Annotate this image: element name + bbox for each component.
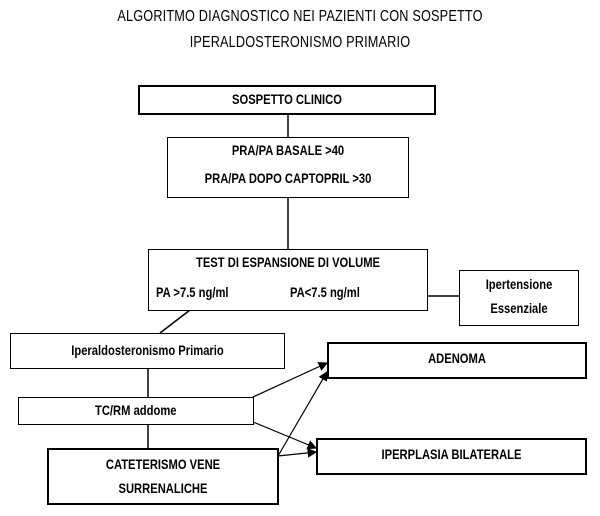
node-ipertensione-essenziale — [459, 270, 579, 326]
node-iperaldosteronismo-label: Iperaldosteronismo Primario — [71, 342, 224, 358]
node-essenziale-label: Essenziale — [490, 300, 548, 316]
node-ipertensione-label: Ipertensione — [485, 276, 553, 292]
node-cateterismo-label-1: CATETERISMO VENE — [105, 456, 221, 472]
arrow-tc-adenoma — [252, 362, 329, 398]
node-sospetto-clinico-label: SOSPETTO CLINICO — [232, 91, 342, 107]
node-test-espansione-label: TEST DI ESPANSIONE DI VOLUME — [196, 254, 380, 270]
arrow-cateterismo-iperplasia — [277, 448, 318, 458]
node-iperplasia — [316, 438, 587, 475]
arrow-tc-iperplasia — [252, 421, 318, 450]
node-iperplasia-label: IPERPLASIA BILATERALE — [381, 446, 522, 462]
node-tc-rm-label: TC/RM addome — [95, 402, 177, 418]
node-pra-captopril-label: PRA/PA DOPO CAPTOPRIL >30 — [204, 170, 372, 186]
connector-test-iperaldo — [159, 309, 191, 334]
node-cateterismo-label-2: SURRENALICHE — [118, 480, 208, 496]
diagram-title-line-2: IPERALDOSTERONISMO PRIMARIO — [189, 34, 411, 51]
node-pa-low-label: PA<7.5 ng/ml — [290, 284, 360, 300]
node-sospetto-clinico — [138, 85, 436, 115]
node-pra-basale-label: PRA/PA BASALE >40 — [231, 142, 345, 158]
node-tc-rm — [18, 397, 254, 425]
node-adenoma — [327, 342, 587, 379]
node-pra-pa — [167, 137, 409, 198]
node-test-espansione — [148, 249, 428, 311]
arrow-cateterismo-adenoma — [277, 370, 328, 457]
diagram-title-line-1: ALGORITMO DIAGNOSTICO NEI PAZIENTI CON S… — [117, 8, 483, 25]
node-iperaldosteronismo — [10, 333, 285, 369]
node-pa-high-label: PA >7.5 ng/ml — [156, 284, 229, 300]
node-adenoma-label: ADENOMA — [428, 350, 486, 366]
node-cateterismo — [47, 448, 279, 505]
